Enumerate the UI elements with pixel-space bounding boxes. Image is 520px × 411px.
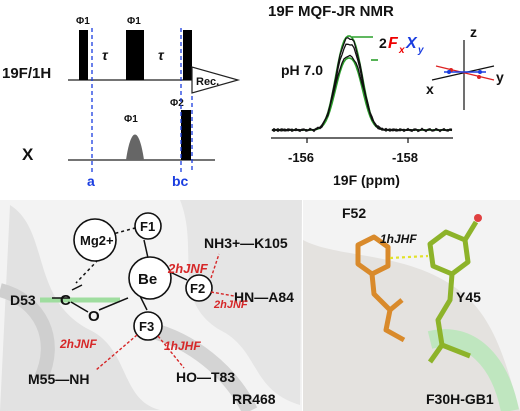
phi1-label-a: Φ1 [76, 16, 90, 27]
axis-x: x [426, 81, 434, 97]
active-site-panel: Mg2+ F1 Be F2 F3 D53 C O NH3+—K105 HN—A8… [0, 200, 302, 411]
term-f-sub: x [398, 45, 405, 56]
coupling-nf-k105: 2hJNF [167, 261, 209, 276]
f1-label: F1 [140, 219, 155, 234]
term-f: F [388, 35, 399, 52]
phi1-label-x: Φ1 [124, 114, 138, 125]
pulse-f1-a [79, 30, 88, 80]
spectrum-lines [271, 35, 453, 133]
channel-label-f-h: 19F/1H [2, 65, 51, 82]
c-label: C [60, 292, 71, 309]
ph-label: pH 7.0 [281, 62, 323, 78]
coupling-hf-t83: 1hJHF [164, 339, 201, 353]
term-prefix: 2 [379, 35, 387, 51]
tau-label-2: τ [158, 47, 165, 63]
axis-z: z [470, 24, 477, 40]
term-x: X [405, 35, 418, 52]
channel-label-x: X [22, 145, 34, 164]
acquisition-triangle [191, 66, 241, 94]
hn-a84-label: HN—A84 [234, 289, 294, 305]
m55-nh-label: M55—NH [28, 371, 89, 387]
spectrum-trace-3 [271, 54, 453, 133]
pulse-f1-c [183, 30, 192, 80]
term-x-sub: y [417, 45, 424, 56]
coordinate-axes: z x y [426, 24, 504, 110]
be-label: Be [138, 271, 157, 288]
ho-t83-label: HO—T83 [176, 369, 235, 385]
protein-label-rr468: RR468 [232, 391, 276, 407]
f3-atom [133, 311, 163, 341]
protein-label-gb1: F30H-GB1 [426, 391, 494, 407]
mg-label: Mg2+ [80, 233, 114, 248]
pulse-x-shaped [126, 134, 144, 160]
label-bc: bc [172, 173, 189, 189]
coupling-nf-a84: 2hJNF [213, 299, 248, 311]
pulse-x-phi2 [181, 110, 191, 160]
nh3-k105-label: NH3+—K105 [204, 235, 288, 251]
phi2-label: Φ2 [170, 98, 184, 109]
phi1-label-b: Φ1 [127, 16, 141, 27]
pulse-sequence: 19F/1H X Rec. Φ1 Φ1 Φ1 Φ2 τ τ a bc [2, 16, 241, 189]
o-label: O [88, 308, 100, 325]
coupling-hf-aromatic: 1hJHF [380, 232, 417, 246]
f2-atom [185, 274, 213, 302]
label-a: a [87, 173, 95, 189]
h-bond-dashes [389, 254, 429, 260]
aromatic-panel: F52 1hJHF Y45 F30H-GB1 [303, 200, 520, 411]
d53-label: D53 [10, 292, 36, 308]
mg-atom [73, 218, 117, 262]
spectrum-panel: 19F MQF-JR NMR pH 7.0 2 F x X y -156 -15… [268, 3, 504, 188]
f52-label: F52 [342, 205, 366, 221]
pulse-f1-b [126, 30, 144, 80]
tick-label-156: -156 [288, 150, 314, 165]
coupling-nf-m55: 2hJNF [59, 337, 97, 351]
tick-label-158: -158 [392, 150, 418, 165]
f1-atom [134, 212, 162, 240]
y45-label: Y45 [456, 289, 481, 305]
f2-label: F2 [190, 281, 205, 296]
spectrum-xlabel: 19F (ppm) [333, 172, 400, 188]
rec-label: Rec. [196, 76, 219, 88]
axis-y: y [496, 69, 504, 85]
spectrum-title: 19F MQF-JR NMR [268, 3, 394, 20]
be-atom [128, 256, 172, 300]
f3-label: F3 [139, 319, 154, 334]
tau-label-1: τ [102, 47, 109, 63]
